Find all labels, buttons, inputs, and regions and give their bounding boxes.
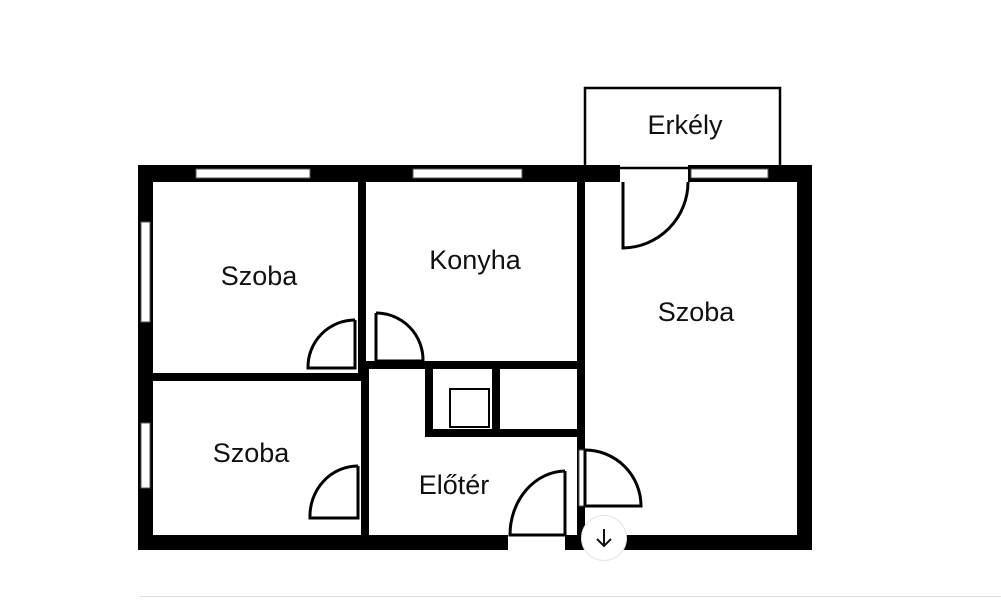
- room-label: Szoba: [221, 261, 299, 291]
- shaft-wall: [425, 361, 433, 437]
- room-label: Előtér: [419, 470, 490, 500]
- wall-interior: [577, 182, 585, 535]
- door-entrance: [508, 469, 567, 537]
- window: [690, 168, 769, 179]
- door-balcony: [621, 181, 690, 250]
- wall-interior: [358, 182, 366, 378]
- shaft-wall: [492, 361, 500, 437]
- window: [140, 422, 151, 489]
- room-label: Szoba: [213, 438, 291, 468]
- shaft-wall: [425, 429, 580, 437]
- window: [412, 168, 523, 179]
- window: [140, 221, 151, 323]
- wall-right: [797, 165, 812, 550]
- door-kitchen: [374, 311, 425, 363]
- wall-interior: [366, 361, 585, 369]
- wall-bottom-left: [138, 535, 508, 550]
- window: [195, 168, 311, 179]
- door-room-top-left: [306, 318, 357, 370]
- balcony-outline: [583, 86, 782, 170]
- door-frame: [578, 449, 585, 507]
- wall-interior: [361, 361, 369, 535]
- chimney: [449, 388, 490, 428]
- room-label: Erkély: [647, 110, 723, 140]
- download-button[interactable]: [581, 515, 627, 561]
- arrow-down-icon: [596, 529, 612, 548]
- wall-interior: [153, 373, 366, 381]
- door-room-right: [583, 448, 643, 508]
- door-room-bottom-left: [308, 464, 360, 520]
- room-label: Konyha: [429, 245, 522, 275]
- divider: [140, 596, 1001, 597]
- room-label: Szoba: [658, 297, 736, 327]
